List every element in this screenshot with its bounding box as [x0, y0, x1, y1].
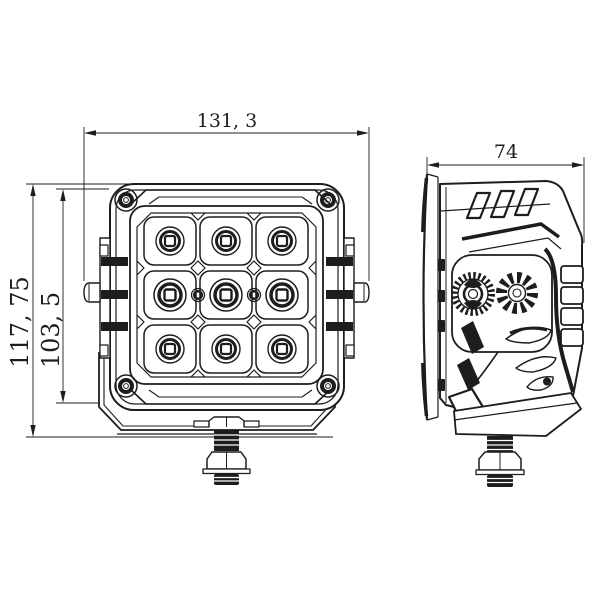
- dimension-side-depth-label: 74: [494, 141, 518, 163]
- mounting-bolt-side: [475, 436, 525, 487]
- bezel-bottom: [130, 389, 331, 405]
- lens-outline: [129, 205, 324, 385]
- bracket-accent-upper: [461, 321, 484, 354]
- mounting-bolt-front: [193, 416, 260, 485]
- vent-slots: [465, 187, 540, 220]
- dimension-front-housing-height: 103, 5: [37, 188, 109, 404]
- dimension-front-width: 131, 3: [83, 110, 370, 281]
- ridge-band-thin: [468, 237, 562, 253]
- bracket-accent-lower: [457, 358, 480, 390]
- pivot-knob-left: [83, 282, 101, 303]
- adjuster-knob-star: [496, 272, 538, 314]
- adjuster-knob-knurled: [451, 272, 495, 316]
- front-view: [83, 183, 370, 485]
- bracket-slots: [505, 326, 557, 391]
- lens-strip-side: [421, 173, 445, 421]
- housing-outline: [109, 183, 345, 411]
- dimension-front-overall-height: 117, 75: [6, 183, 333, 438]
- side-view: [421, 173, 584, 487]
- bracket-edge-dark: [543, 247, 575, 393]
- dimension-side-depth: 74: [426, 141, 585, 243]
- lens-inner-line: [136, 212, 317, 378]
- dimension-front-width-label: 131, 3: [197, 110, 257, 132]
- heat-sink-fins: [560, 265, 584, 347]
- pivot-knob-right: [353, 282, 370, 303]
- side-rail-right: [326, 237, 370, 359]
- dimension-front-overall-height-label: 117, 75: [6, 276, 34, 368]
- cell-diamonds: [136, 212, 317, 378]
- ridge-band-thick: [461, 222, 561, 241]
- dimension-front-housing-height-label: 103, 5: [37, 292, 65, 368]
- reflector-cells: [143, 216, 309, 374]
- side-rail-left: [83, 237, 128, 359]
- foot-plate: [453, 392, 582, 437]
